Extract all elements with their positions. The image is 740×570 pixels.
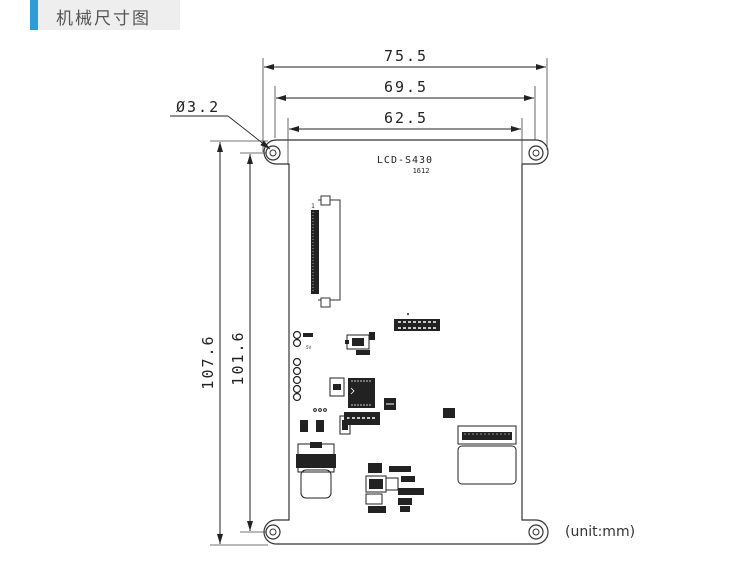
main-ic bbox=[329, 377, 396, 410]
passive-components bbox=[339, 412, 380, 435]
pin-header bbox=[292, 357, 302, 402]
hole-diameter-leader-arrow bbox=[227, 115, 271, 150]
section-header-accent bbox=[30, 0, 38, 30]
board-revision-label: 1612 bbox=[413, 167, 430, 175]
mounting-hole-bottom-right bbox=[528, 524, 544, 540]
usb-connector bbox=[296, 420, 336, 499]
board-outline bbox=[263, 139, 549, 545]
mounting-hole-top-left bbox=[265, 145, 281, 161]
section-title: 机械尺寸图 bbox=[56, 9, 151, 29]
hole-spacing-width-label: 69.5 bbox=[384, 78, 428, 96]
board-model-label: LCD-S430 bbox=[377, 155, 433, 166]
section-header bbox=[30, 0, 180, 30]
pcb-width-label: 62.5 bbox=[384, 109, 428, 127]
overall-width-label: 75.5 bbox=[384, 47, 428, 65]
hole-spacing-height-label: 101.6 bbox=[229, 330, 247, 385]
sd-card-socket bbox=[443, 408, 517, 485]
component-row bbox=[394, 313, 440, 331]
power-header: 5V bbox=[292, 330, 313, 350]
svg-text:1: 1 bbox=[311, 203, 315, 210]
mounting-hole-bottom-left bbox=[265, 524, 281, 540]
regulator-block bbox=[345, 332, 375, 355]
hole-diameter-label: Ø3.2 bbox=[176, 98, 220, 116]
mounting-hole-top-right bbox=[528, 145, 544, 161]
test-points bbox=[313, 408, 327, 412]
power-header-label: 5V bbox=[306, 345, 312, 350]
overall-height-label: 107.6 bbox=[199, 334, 217, 389]
fpc-connector: 1 bbox=[311, 195, 341, 308]
lower-component-cluster bbox=[365, 463, 424, 513]
unit-note: (unit:mm) bbox=[565, 524, 636, 540]
